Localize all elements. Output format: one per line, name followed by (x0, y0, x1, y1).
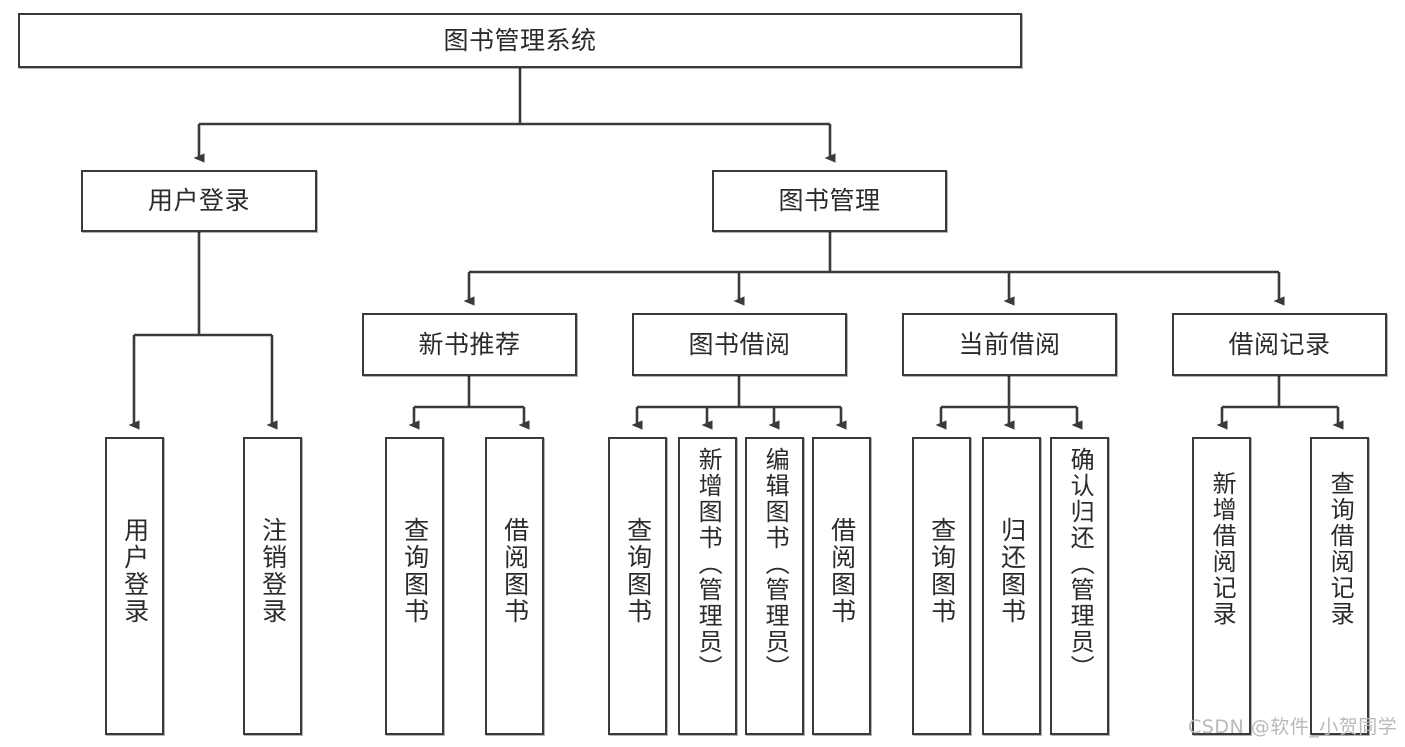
node-leaf-query-book-1-label: 查询图书 (400, 517, 430, 625)
node-leaf-add-record-label: 新增借阅记录 (1208, 471, 1237, 627)
csdn-watermark: CSDN @软件_小贺同学 (1188, 716, 1398, 738)
node-leaf-user-login[interactable]: 用户登录 (105, 437, 164, 735)
node-borrow-record[interactable]: 借阅记录 (1172, 313, 1387, 376)
node-book-borrow-label: 图书借阅 (688, 329, 791, 359)
node-leaf-query-book-3-label: 查询图书 (927, 517, 957, 625)
node-leaf-borrow-book-2[interactable]: 借阅图书 (812, 437, 871, 735)
node-leaf-add-record[interactable]: 新增借阅记录 (1192, 437, 1251, 735)
node-current-borrow[interactable]: 当前借阅 (902, 313, 1117, 376)
node-leaf-confirm-return[interactable]: 确认归还（管理员） (1050, 437, 1109, 735)
node-book-manage[interactable]: 图书管理 (712, 170, 947, 232)
node-book-manage-label: 图书管理 (778, 186, 881, 216)
node-leaf-query-book-3[interactable]: 查询图书 (912, 437, 971, 735)
node-leaf-add-book[interactable]: 新增图书（管理员） (678, 437, 737, 735)
node-leaf-confirm-return-label: 确认归还（管理员） (1066, 447, 1095, 681)
node-root[interactable]: 图书管理系统 (18, 13, 1022, 68)
node-current-borrow-label: 当前借阅 (958, 329, 1061, 359)
node-root-label: 图书管理系统 (443, 25, 597, 55)
node-leaf-logout-login-label: 注销登录 (258, 517, 288, 625)
node-leaf-return-book[interactable]: 归还图书 (982, 437, 1041, 735)
node-leaf-logout-login[interactable]: 注销登录 (243, 437, 302, 735)
node-leaf-query-book-1[interactable]: 查询图书 (385, 437, 444, 735)
node-leaf-user-login-label: 用户登录 (120, 517, 150, 625)
node-leaf-query-book-2-label: 查询图书 (623, 517, 653, 625)
node-leaf-add-book-label: 新增图书（管理员） (694, 447, 723, 681)
node-user-login[interactable]: 用户登录 (81, 170, 317, 232)
node-book-borrow[interactable]: 图书借阅 (632, 313, 847, 376)
node-borrow-record-label: 借阅记录 (1228, 329, 1331, 359)
node-new-book-rec[interactable]: 新书推荐 (362, 313, 577, 376)
node-leaf-borrow-book-1-label: 借阅图书 (500, 517, 530, 625)
node-leaf-borrow-book-1[interactable]: 借阅图书 (485, 437, 544, 735)
node-leaf-edit-book[interactable]: 编辑图书（管理员） (745, 437, 804, 735)
node-leaf-edit-book-label: 编辑图书（管理员） (761, 447, 790, 681)
node-user-login-label: 用户登录 (147, 186, 250, 216)
node-leaf-query-book-2[interactable]: 查询图书 (608, 437, 667, 735)
node-leaf-query-record[interactable]: 查询借阅记录 (1310, 437, 1369, 735)
node-leaf-borrow-book-2-label: 借阅图书 (827, 517, 857, 625)
node-new-book-rec-label: 新书推荐 (418, 329, 521, 359)
node-leaf-query-record-label: 查询借阅记录 (1326, 471, 1355, 627)
node-leaf-return-book-label: 归还图书 (997, 517, 1027, 625)
